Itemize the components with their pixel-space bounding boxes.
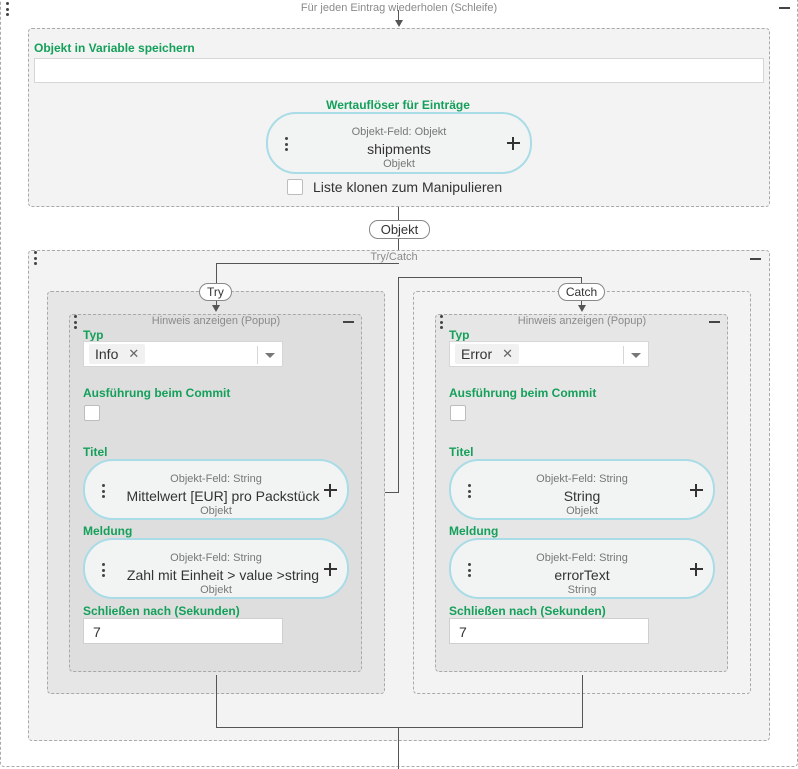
clone-list-label: Liste klonen zum Manipulieren: [313, 179, 503, 195]
catch-commit-checkbox[interactable]: [450, 405, 466, 421]
branch-line: [581, 277, 582, 283]
catch-close-label: Schließen nach (Sekunden): [449, 604, 606, 618]
try-message-label: Meldung: [83, 524, 133, 538]
try-title-value: Mittelwert [EUR] pro Packstück: [126, 488, 320, 504]
try-type-label: Typ: [83, 328, 104, 342]
connector-line: [398, 207, 399, 220]
catch-popup-caption: Hinweis anzeigen (Popup): [517, 315, 647, 327]
catch-commit-label: Ausführung beim Commit: [449, 386, 597, 400]
catch-title-sub: Objekt: [566, 505, 598, 517]
resolver-menu-icon[interactable]: [284, 137, 288, 151]
branch-line: [216, 263, 217, 283]
resolver-sub: Objekt: [383, 158, 415, 170]
catch-type-select[interactable]: Error ✕: [449, 341, 649, 367]
catch-title-add-icon[interactable]: [690, 484, 703, 497]
branch-line: [398, 277, 399, 493]
try-popup-menu-icon[interactable]: [73, 315, 77, 329]
try-type-select[interactable]: Info ✕: [83, 341, 283, 367]
objekt-connector-label: Objekt: [369, 220, 430, 239]
try-title-menu-icon[interactable]: [101, 484, 105, 498]
catch-title-field-pill[interactable]: Objekt-Feld: String String Objekt: [449, 459, 715, 520]
try-type-remove-icon[interactable]: ✕: [128, 346, 140, 361]
trycatch-collapse-icon[interactable]: [750, 258, 761, 260]
catch-type-caret-icon[interactable]: [631, 353, 641, 358]
try-title-sub: Objekt: [200, 505, 232, 517]
try-commit-label: Ausführung beim Commit: [83, 386, 231, 400]
resolver-add-icon[interactable]: [507, 137, 520, 150]
try-popup-caption: Hinweis anzeigen (Popup): [151, 315, 281, 327]
catch-close-input[interactable]: 7: [449, 618, 649, 644]
catch-message-add-icon[interactable]: [690, 563, 703, 576]
try-type-caret-icon[interactable]: [265, 353, 275, 358]
connector-line: [398, 10, 399, 20]
catch-type-label: Typ: [449, 328, 470, 342]
branch-line: [216, 263, 399, 264]
save-variable-label: Objekt in Variable speichern: [34, 41, 195, 55]
catch-message-menu-icon[interactable]: [467, 563, 471, 577]
loop-menu-icon[interactable]: [5, 2, 9, 16]
catch-message-sub: String: [567, 584, 597, 596]
try-close-label: Schließen nach (Sekunden): [83, 604, 240, 618]
try-message-caption: Objekt-Feld: String: [170, 552, 262, 564]
merge-line: [216, 675, 217, 728]
try-type-chip: Info ✕: [89, 344, 146, 364]
catch-title-menu-icon[interactable]: [467, 484, 471, 498]
loop-caption: Für jeden Eintrag wiederholen (Schleife): [300, 2, 498, 14]
merge-line: [216, 727, 583, 728]
trycatch-menu-icon[interactable]: [33, 251, 37, 265]
resolver-label: Wertauflöser für Einträge: [326, 98, 470, 112]
catch-message-value: errorText: [554, 567, 610, 583]
branch-line: [581, 301, 582, 305]
try-popup-collapse-icon[interactable]: [343, 321, 354, 323]
branch-line: [385, 492, 399, 493]
try-message-field-pill[interactable]: Objekt-Feld: String Zahl mit Einheit > v…: [83, 538, 349, 599]
try-message-menu-icon[interactable]: [101, 563, 105, 577]
catch-arrow: [578, 305, 586, 312]
catch-type-chip: Error ✕: [455, 344, 520, 364]
try-message-sub: Objekt: [200, 584, 232, 596]
clone-list-checkbox[interactable]: [287, 179, 303, 195]
try-title-field-pill[interactable]: Objekt-Feld: String Mittelwert [EUR] pro…: [83, 459, 349, 520]
catch-message-field-pill[interactable]: Objekt-Feld: String errorText String: [449, 538, 715, 599]
branch-line: [216, 301, 217, 305]
catch-label: Catch: [558, 283, 605, 301]
catch-title-value: String: [563, 488, 601, 504]
try-label: Try: [199, 283, 232, 301]
resolver-value: shipments: [367, 141, 431, 157]
try-message-add-icon[interactable]: [324, 563, 337, 576]
connector-arrow: [395, 20, 403, 27]
merge-line: [398, 727, 399, 769]
try-arrow: [212, 305, 220, 312]
merge-line: [582, 675, 583, 728]
select-separator: [257, 346, 258, 364]
try-message-value: Zahl mit Einheit > value >string: [126, 567, 320, 583]
catch-title-label: Titel: [449, 445, 474, 459]
catch-title-caption: Objekt-Feld: String: [536, 473, 628, 485]
resolver-field-pill[interactable]: Objekt-Feld: Objekt shipments Objekt: [266, 112, 532, 174]
catch-popup-menu-icon[interactable]: [439, 315, 443, 329]
select-separator: [623, 346, 624, 364]
try-commit-checkbox[interactable]: [84, 405, 100, 421]
branch-line: [398, 277, 582, 278]
trycatch-caption: Try/Catch: [370, 251, 418, 263]
try-type-value: Info: [95, 346, 119, 362]
try-title-add-icon[interactable]: [324, 484, 337, 497]
catch-popup-collapse-icon[interactable]: [709, 321, 720, 323]
try-close-input[interactable]: 7: [83, 618, 283, 644]
catch-type-remove-icon[interactable]: ✕: [502, 346, 514, 361]
try-title-label: Titel: [83, 445, 108, 459]
try-title-caption: Objekt-Feld: String: [170, 473, 262, 485]
catch-type-value: Error: [461, 346, 493, 362]
catch-message-label: Meldung: [449, 524, 499, 538]
catch-message-caption: Objekt-Feld: String: [536, 552, 628, 564]
resolver-caption: Objekt-Feld: Objekt: [351, 126, 447, 138]
loop-collapse-icon[interactable]: [779, 7, 790, 9]
save-variable-input[interactable]: [34, 58, 764, 83]
